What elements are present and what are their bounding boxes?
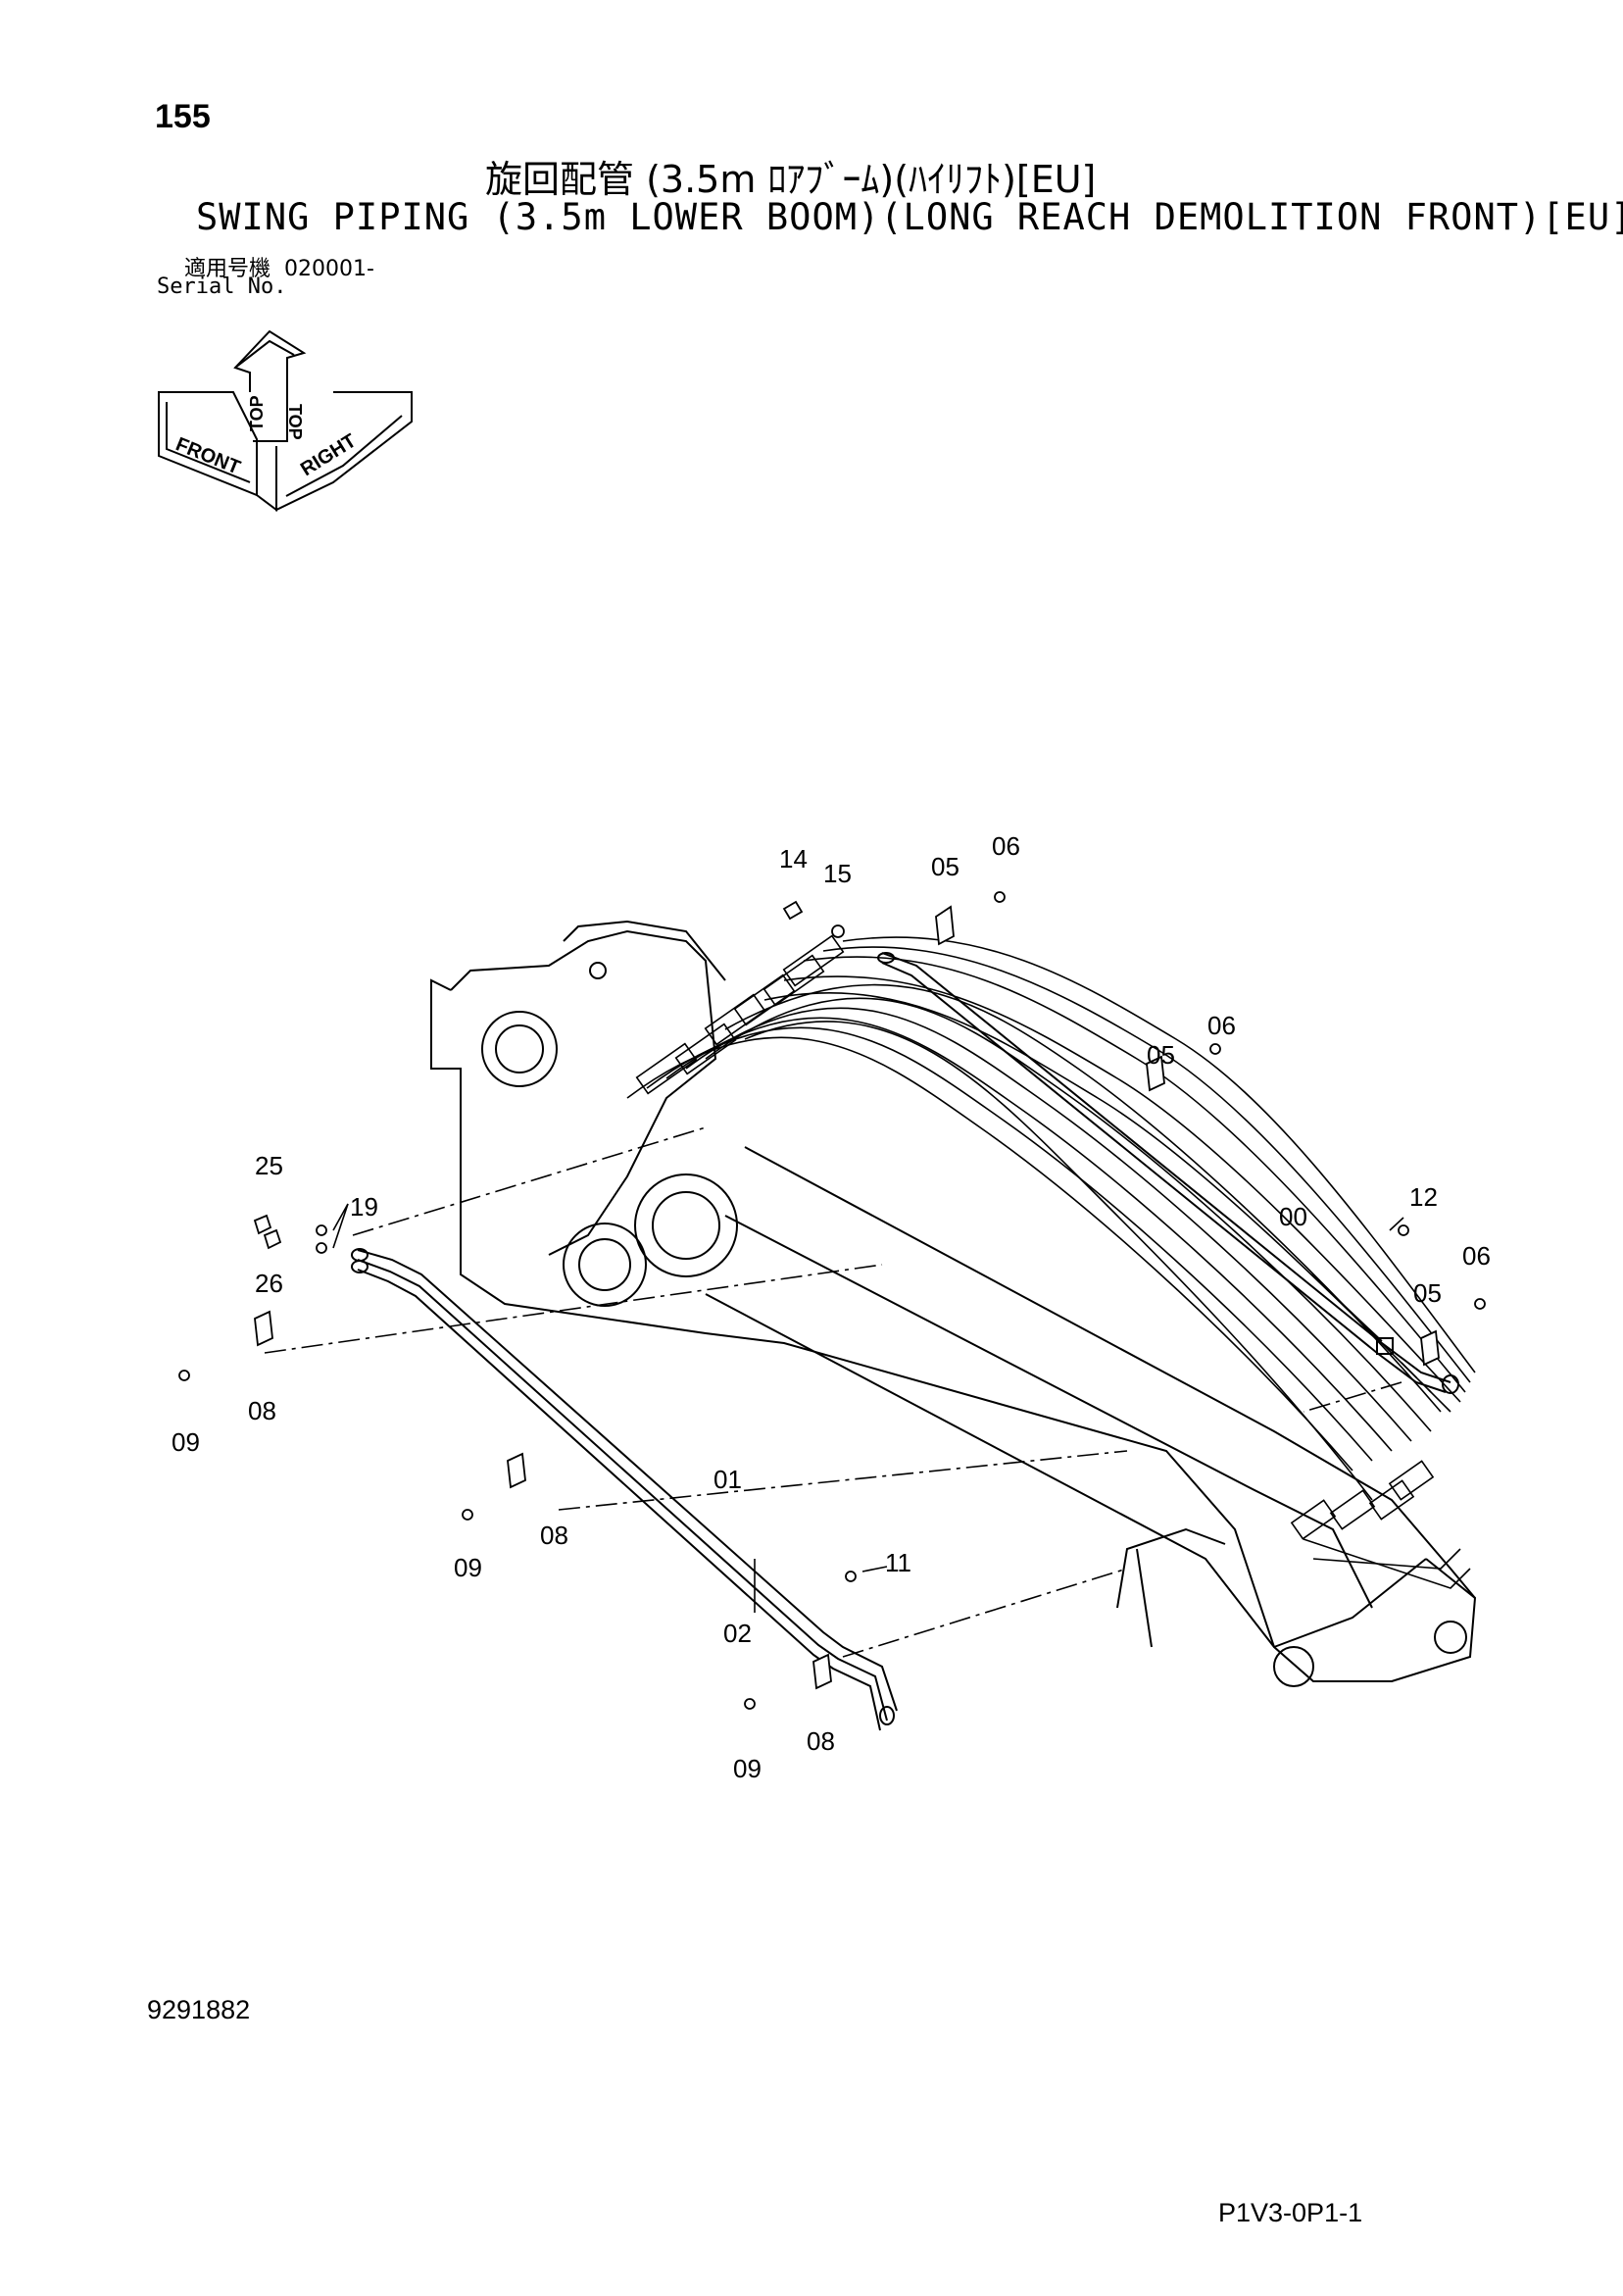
title-japanese: 旋回配管 (3.5m ﾛｱﾌﾞｰﾑ)(ﾊｲﾘﾌﾄ)[EU] — [485, 158, 1097, 201]
callout-09: 09 — [172, 1427, 200, 1457]
part-19-oring-b — [316, 1242, 327, 1254]
callout-06: 06 — [1207, 1011, 1236, 1040]
part-26-fitting — [263, 1228, 282, 1250]
orientation-icon: TOP TOP FRONT RIGHT — [158, 329, 413, 512]
callout-11: 11 — [885, 1548, 911, 1577]
serial-label-jp: 適用号機 — [184, 257, 271, 281]
part-19-oring-a — [316, 1224, 327, 1236]
orientation-top-label-2: TOP — [285, 404, 305, 440]
serial-label-english: Serial No. — [157, 275, 287, 299]
pipe-00 — [877, 952, 1459, 1394]
callout-06: 06 — [992, 831, 1020, 861]
callout-05: 05 — [1147, 1040, 1175, 1070]
part-09-bolt-bottom — [744, 1698, 756, 1710]
small-parts — [178, 891, 1486, 1710]
callout-00: 00 — [1279, 1202, 1307, 1231]
part-11-bolt — [845, 1571, 857, 1582]
title-english: SWING PIPING (3.5m LOWER BOOM)(LONG REAC… — [196, 196, 1623, 238]
part-06-bolt-mid — [1209, 1043, 1221, 1055]
part-06-bolt-right — [1474, 1298, 1486, 1310]
part-09-bolt-left — [178, 1370, 190, 1381]
hose-bundle — [626, 934, 1476, 1589]
callout-05: 05 — [931, 852, 959, 881]
leader-lines — [264, 1126, 1432, 1658]
serial-label-japanese: 適用号機 020001- — [184, 251, 374, 282]
callout-25: 25 — [255, 1151, 283, 1180]
part-06-bolt-top — [994, 891, 1006, 903]
callout-06: 06 — [1462, 1241, 1491, 1271]
part-05-clamp-right — [1420, 1329, 1440, 1367]
part-08-clamp-mid — [507, 1452, 526, 1489]
part-05-clamp-top — [935, 905, 955, 946]
boom-structure — [430, 920, 1477, 1687]
part-15-oring — [831, 924, 845, 938]
part-08-clamp-bottom — [812, 1653, 832, 1690]
part-08-clamp-left — [254, 1310, 273, 1347]
part-05-clamp-mid — [1146, 1055, 1165, 1092]
callout-08: 08 — [807, 1726, 835, 1756]
callout-01: 01 — [713, 1465, 742, 1494]
callout-14: 14 — [779, 844, 808, 873]
part-25-fitting — [253, 1214, 272, 1235]
callout-26: 26 — [255, 1269, 283, 1298]
orientation-front-label: FRONT — [172, 433, 243, 478]
page-code: P1V3-0P1-1 — [1218, 2198, 1363, 2227]
part-12-bolt — [1398, 1224, 1409, 1236]
callout-19: 19 — [350, 1192, 378, 1222]
callout-leaders — [332, 1203, 1404, 1613]
callout-12: 12 — [1409, 1182, 1438, 1212]
page-number: 155 — [155, 98, 211, 135]
callout-08: 08 — [540, 1521, 568, 1550]
callout-09: 09 — [454, 1553, 482, 1582]
pipes-01-02 — [351, 1248, 898, 1731]
orientation-top-label-1: TOP — [247, 395, 267, 431]
callout-08: 08 — [248, 1396, 276, 1425]
callout-09: 09 — [733, 1754, 762, 1783]
callout-labels: 14 15 05 06 05 06 25 19 26 00 12 06 05 0… — [172, 831, 1491, 1783]
document-number: 9291882 — [147, 1995, 251, 2024]
serial-value: 020001- — [284, 257, 374, 281]
callout-02: 02 — [723, 1619, 752, 1648]
part-14-fitting — [782, 900, 804, 921]
callout-05: 05 — [1413, 1278, 1442, 1308]
callout-15: 15 — [823, 859, 852, 888]
part-09-bolt-mid — [462, 1509, 473, 1521]
